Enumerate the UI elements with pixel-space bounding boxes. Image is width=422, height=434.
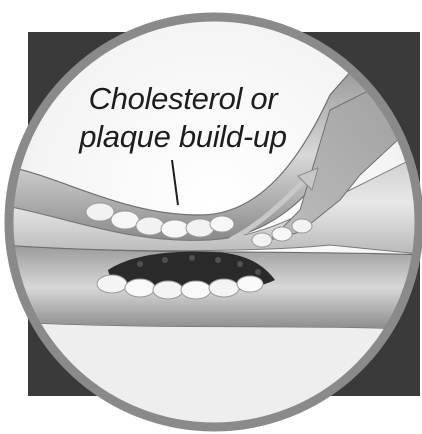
plaque-label-line2: plaque build-up bbox=[58, 118, 308, 156]
plaque-label: Cholesterol or plaque build-up bbox=[58, 80, 308, 156]
plaque-label-line1: Cholesterol or bbox=[58, 80, 308, 118]
